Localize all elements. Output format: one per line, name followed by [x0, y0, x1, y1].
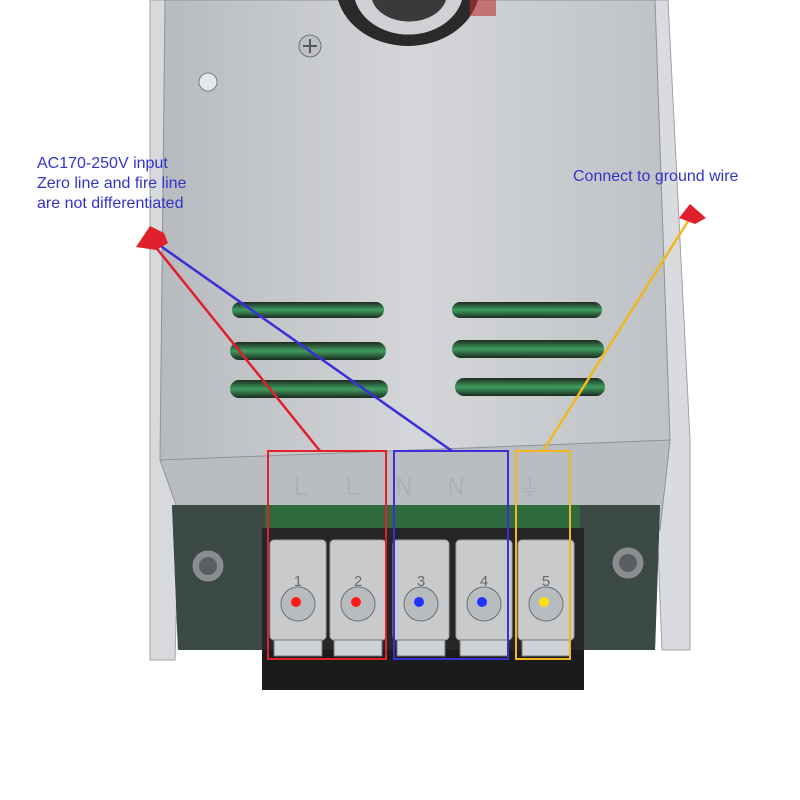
terminal-number: 4 [480, 573, 488, 590]
terminal-dot [351, 597, 361, 607]
terminal-clamp [396, 639, 446, 657]
input-callout-line-3: are not differentiated [37, 195, 184, 212]
terminal-2: 2 [329, 539, 387, 657]
pcb-marking: ⏚ [518, 473, 542, 501]
neutral-leader-line [151, 238, 453, 453]
pcb-marking: N [395, 473, 413, 501]
ground-arrow-icon [679, 204, 706, 224]
terminal-clamp [273, 639, 323, 657]
ground-leader-line [541, 217, 692, 452]
input-callout-line-1: AC170-250V input [37, 155, 168, 172]
pcb-marking: L [293, 473, 307, 501]
live-terminals-box [267, 450, 387, 660]
pcb-marking: L [345, 473, 359, 501]
terminal-clamp [333, 639, 383, 657]
fan-grille [338, 0, 496, 46]
terminal-dot [291, 597, 301, 607]
ground-callout-line-1: Connect to ground wire [573, 168, 739, 185]
terminal-clamp [459, 639, 509, 657]
ground-callout: Connect to ground wire [573, 167, 738, 187]
terminal-4: 4 [455, 539, 513, 657]
input-callout-line-2: Zero line and fire line [37, 175, 187, 192]
input-callout: AC170-250V input Zero line and fire line… [37, 154, 186, 214]
pcb-markings: L L N N ⏚ [293, 473, 542, 501]
vent-slots [230, 302, 605, 398]
terminals: 1 2 3 4 5 [269, 539, 575, 657]
input-arrow-icon [136, 226, 168, 250]
terminal-number: 3 [417, 573, 425, 590]
terminal-dot [477, 597, 487, 607]
terminal-number: 5 [542, 573, 550, 590]
case-hole [198, 72, 218, 92]
live-leader-line [149, 239, 321, 452]
terminal-clamp [521, 639, 571, 657]
pcb-marking: N [447, 473, 465, 501]
terminal-number: 1 [294, 573, 302, 590]
terminal-dot [414, 597, 424, 607]
terminal-5: 5 [517, 539, 575, 657]
terminal-1: 1 [269, 539, 327, 657]
terminal-dot [539, 597, 549, 607]
terminal-3: 3 [392, 539, 450, 657]
terminal-number: 2 [354, 573, 362, 590]
